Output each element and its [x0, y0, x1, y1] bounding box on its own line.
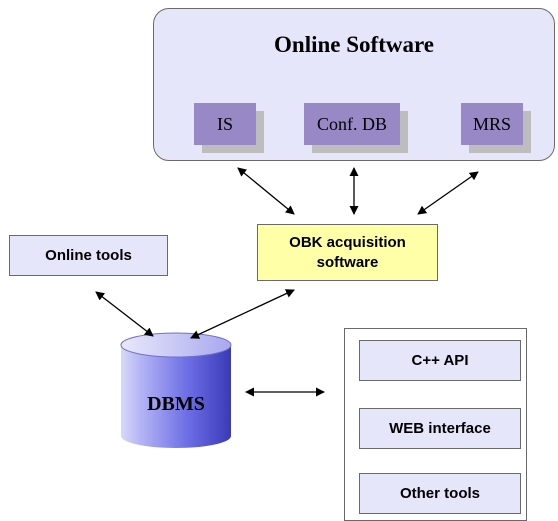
arrow-is-obk	[237, 167, 295, 215]
other-tools-box: Other tools	[359, 473, 521, 514]
mrs-box: MRS	[461, 103, 523, 145]
is-box: IS	[194, 103, 256, 145]
cpp-api-box: C++ API	[359, 340, 521, 381]
obk-line-2: software	[316, 254, 379, 271]
online-tools-box: Online tools	[9, 235, 168, 276]
online-software-title: Online Software	[274, 32, 434, 57]
obk-acquisition-box: OBK acquisition software	[257, 224, 438, 281]
conf-db-box: Conf. DB	[304, 103, 400, 145]
obk-line-1: OBK acquisition	[289, 234, 406, 251]
arrow-onlinetools-dbms	[95, 291, 154, 337]
dbms-label: DBMS	[147, 393, 205, 415]
dbms-cylinder	[120, 332, 232, 448]
arrow-mrs-obk	[417, 171, 479, 215]
web-interface-box: WEB interface	[359, 408, 521, 449]
arrow-obk-dbms	[190, 289, 295, 339]
